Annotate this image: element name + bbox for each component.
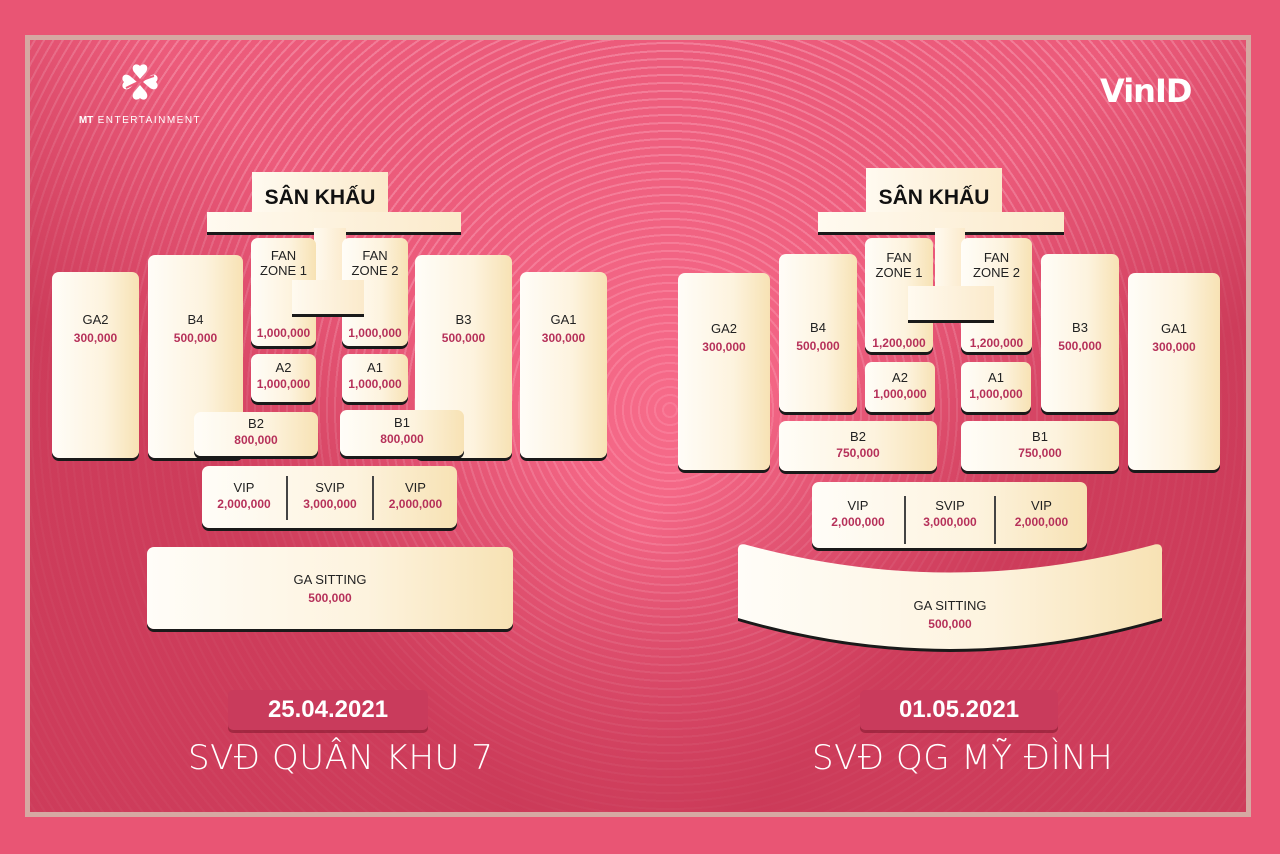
mt-entertainment-logo: MT ENTERTAINMENT — [60, 62, 220, 128]
stage-runway — [314, 228, 346, 288]
venue-name: SVĐ QUÂN KHU 7 — [188, 738, 494, 778]
stage-runway — [935, 228, 965, 288]
stage-runway-end — [908, 286, 994, 320]
zone-ga-sitting[interactable]: GA SITTING 500,000 — [913, 598, 987, 631]
event-date-badge: 01.05.2021 — [860, 690, 1058, 730]
stage-runway-end-overlay — [292, 280, 364, 314]
divider — [904, 496, 906, 544]
stage-top — [252, 172, 388, 212]
stage-wing — [818, 212, 1064, 232]
stage-wing — [207, 212, 461, 232]
organizer-name: ENTERTAINMENT — [97, 115, 202, 126]
stage-label: SÂN KHẤU — [878, 186, 990, 209]
stage-top — [866, 168, 1002, 212]
clover-flower-icon — [122, 64, 158, 100]
zone-ga-sitting-shape — [737, 544, 1163, 652]
vinid-logo: VinID — [1100, 72, 1192, 110]
event-date-badge: 25.04.2021 — [228, 690, 428, 730]
venue-name: SVĐ QG MỸ ĐÌNH — [812, 738, 1114, 778]
divider — [372, 476, 374, 520]
divider — [286, 476, 288, 520]
stage-label: SÂN KHẤU — [264, 186, 376, 209]
organizer-prefix: MT — [78, 115, 94, 126]
divider — [994, 496, 996, 544]
